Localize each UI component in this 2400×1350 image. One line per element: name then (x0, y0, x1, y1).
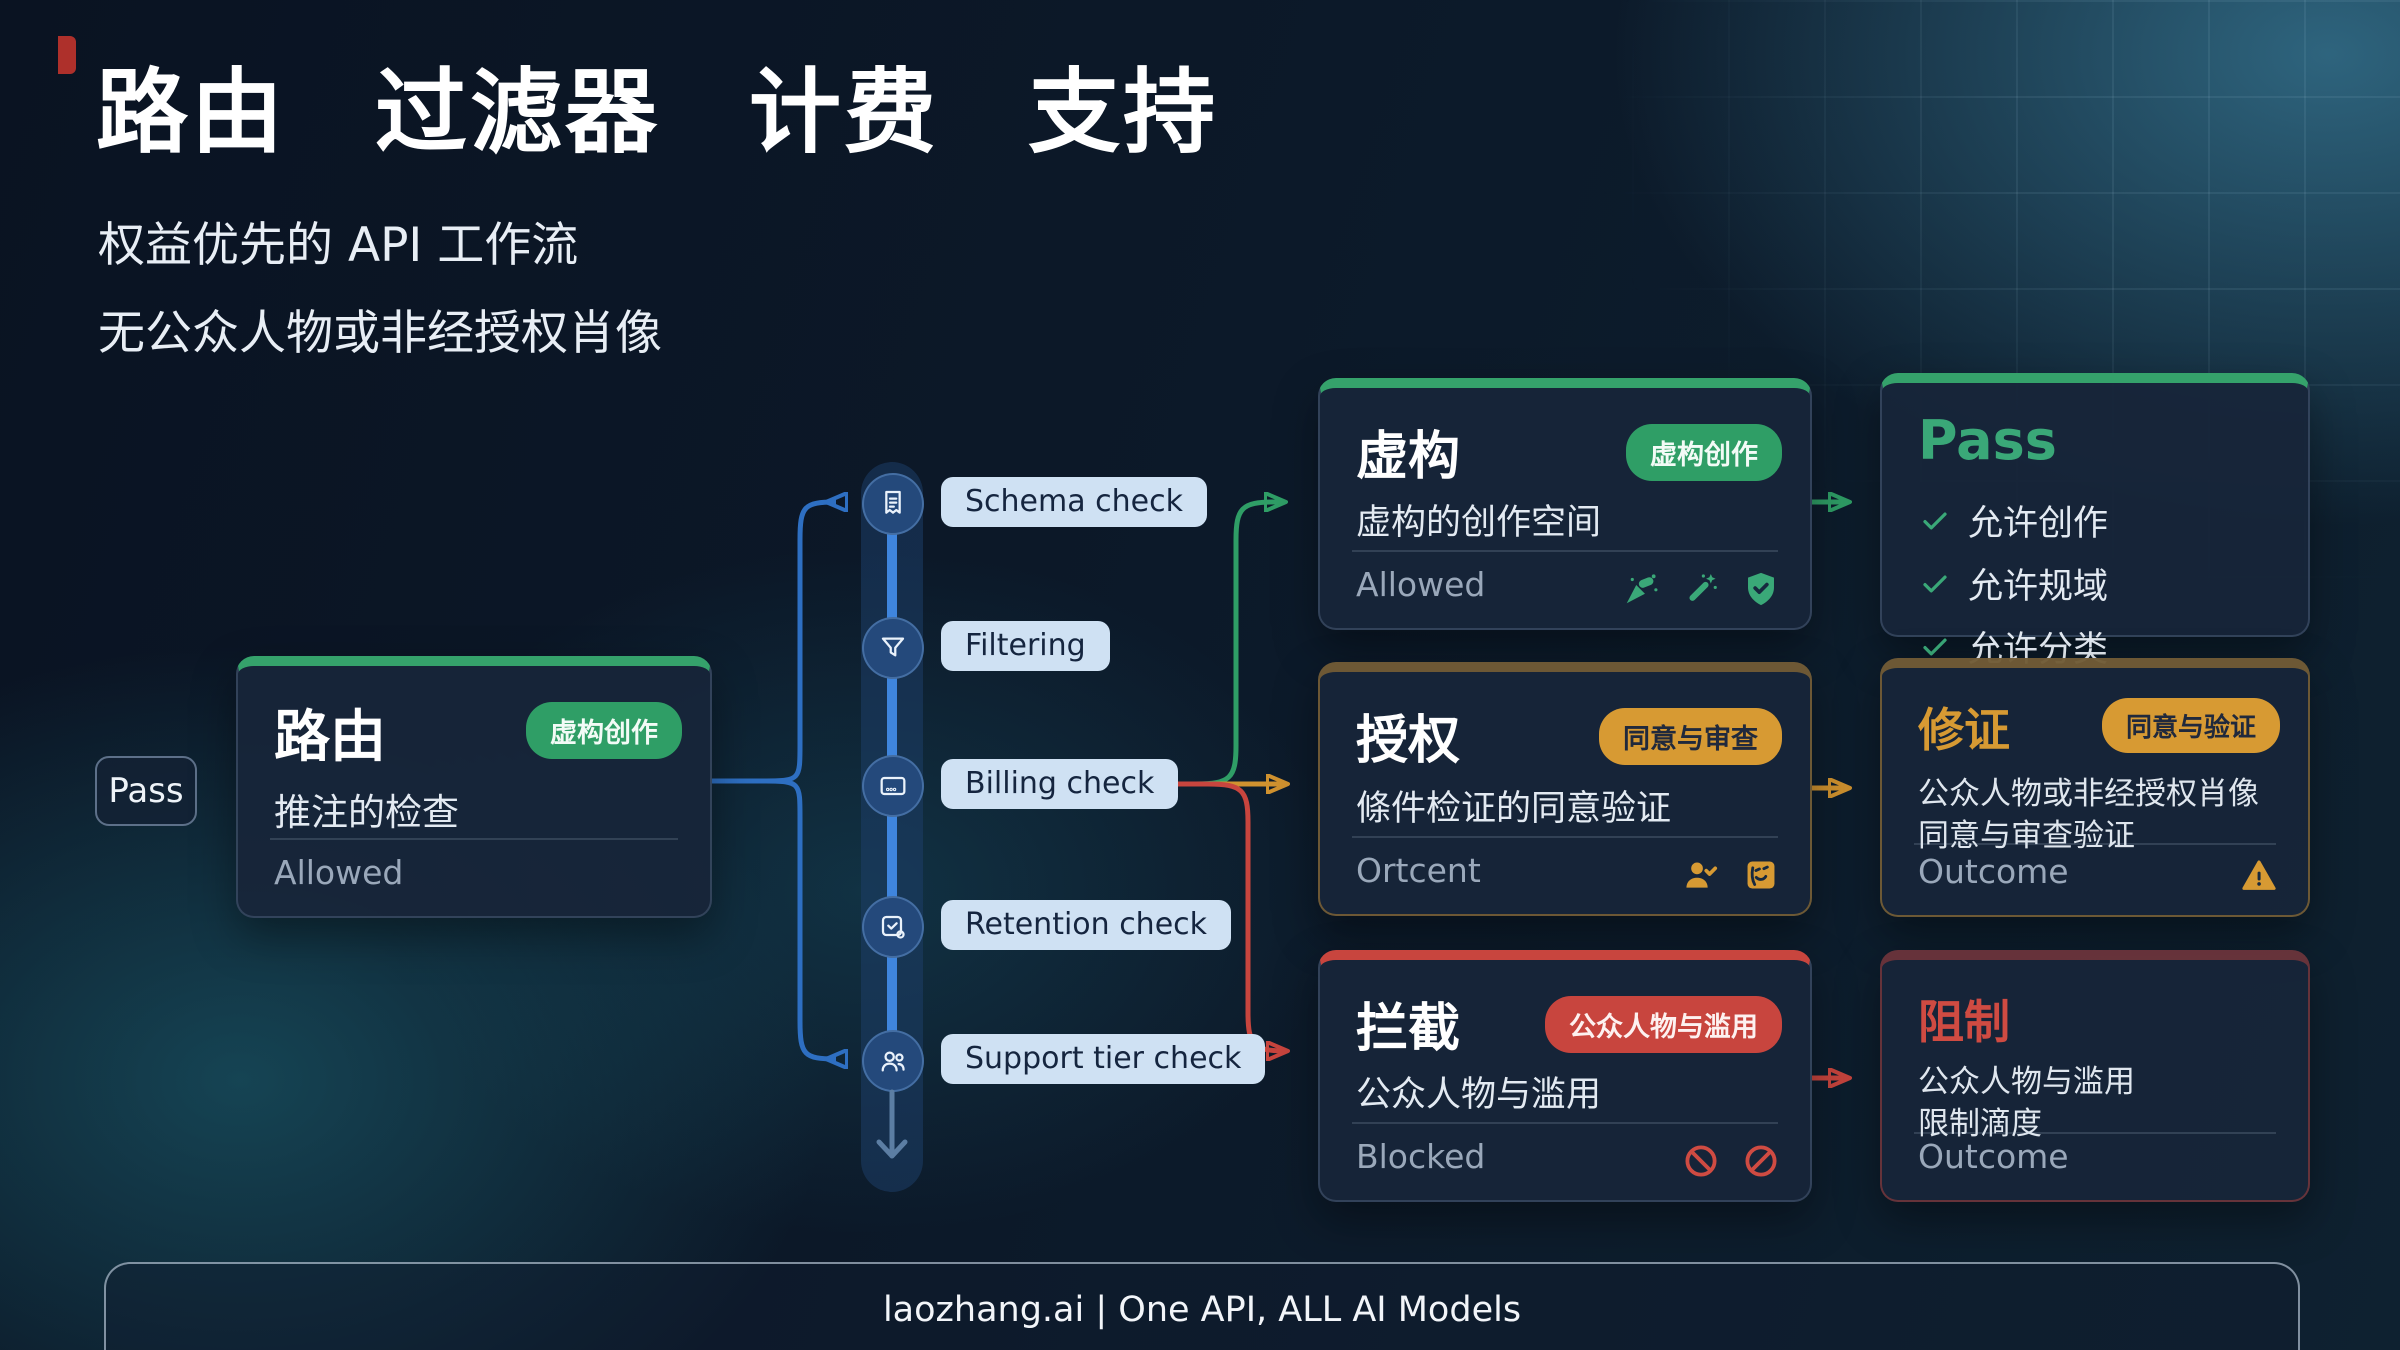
check-icon (1923, 512, 1947, 529)
timeline-node-support (862, 1030, 924, 1092)
router-card-subtitle: 推注的检查 (274, 791, 459, 834)
timeline-node-retention (862, 896, 924, 958)
authorization-card-status: Ortcent (1356, 851, 1481, 890)
page-title: 路由 过滤器 计费 支持 (96, 59, 1219, 166)
timeline-node-billing (862, 755, 924, 817)
subtitle-line1: 权益优先的 API 工作流 (98, 218, 579, 273)
router-card-title: 路由 (274, 705, 386, 770)
check-icon (1923, 575, 1947, 592)
authorization-card-subtitle: 條件检证的同意验证 (1356, 789, 1672, 829)
divider (1352, 836, 1778, 838)
fiction-card-title: 虚构 (1356, 427, 1461, 487)
divider (1352, 1122, 1778, 1124)
divider (1914, 843, 2276, 845)
label-support-tier-check: Support tier check (941, 1034, 1266, 1084)
restrict-outcome-title: 阻制 (1918, 995, 2010, 1049)
fiction-card: 虚构 虚构创作 虚构的创作空间 Allowed (1318, 378, 1812, 630)
review-outcome-badge: 同意与验证 (2101, 698, 2280, 753)
subtitle-line2: 无公众人物或非经授权肖像 (98, 306, 662, 361)
label-retention-check: Retention check (941, 900, 1232, 950)
funnel-icon (881, 637, 905, 657)
credit-card-icon (880, 776, 906, 796)
restrict-outcome-card: 阻制 公众人物与滥用 限制滴度 Outcome (1880, 950, 2310, 1202)
review-outcome-line2: 同意与审查验证 (1918, 818, 2135, 854)
pass-outcome-card: Pass 允许创作 允许规域 允许分类 (1880, 373, 2310, 670)
block-card-title: 拦截 (1356, 999, 1461, 1059)
footer-brand-text: laozhang.ai | One API, ALL AI Models (882, 1290, 1522, 1330)
timeline-node-schema (862, 473, 924, 535)
fiction-card-badge: 虚构创作 (1626, 424, 1782, 481)
pass-entry-pill: Pass (95, 756, 197, 826)
block-card-subtitle: 公众人物与滥用 (1356, 1075, 1602, 1115)
label-filtering: Filtering (941, 621, 1110, 671)
authorization-card-title: 授权 (1356, 711, 1461, 771)
no-entry-icon (1685, 1145, 1717, 1177)
party-popper-icon (1626, 574, 1658, 604)
block-card-badge: 公众人物与滥用 (1545, 996, 1782, 1053)
list-item: 允许规域 (1920, 558, 2108, 609)
corner-logo (58, 36, 76, 74)
review-outcome-title: 修证 (1918, 703, 2010, 757)
list-item-label: 允许规域 (1968, 567, 2109, 607)
check-icon (1923, 638, 1947, 655)
review-outcome-line1: 公众人物或非经授权肖像 (1918, 776, 2259, 812)
divider (1352, 550, 1778, 552)
restrict-outcome-line1: 公众人物与滥用 (1918, 1064, 2135, 1100)
review-outcome-status: Outcome (1918, 852, 2069, 891)
router-card-badge: 虚构创作 (526, 702, 682, 759)
fiction-card-subtitle: 虚构的创作空间 (1356, 503, 1602, 543)
divider (1914, 1132, 2276, 1134)
warning-icon (2242, 860, 2276, 890)
list-item: 允许创作 (1920, 495, 2108, 546)
prohibited-icon (1745, 1145, 1777, 1177)
list-item-label: 允许创作 (1968, 504, 2109, 544)
timeline-end-arrow (876, 1089, 908, 1159)
restrict-outcome-status: Outcome (1918, 1137, 2069, 1176)
block-card: 拦截 公众人物与滥用 公众人物与滥用 Blocked (1318, 950, 1812, 1202)
fiction-card-status: Allowed (1356, 565, 1486, 604)
review-outcome-card: 修证 同意与验证 公众人物或非经授权肖像 同意与审查验证 Outcome (1880, 658, 2310, 917)
block-card-status: Blocked (1356, 1137, 1486, 1176)
label-billing-check: Billing check (941, 759, 1179, 809)
router-card: 路由 虚构创作 推注的检查 Allowed (236, 656, 712, 918)
shield-check-icon (1748, 572, 1774, 606)
user-check-icon (1686, 862, 1718, 888)
magic-wand-icon (1689, 573, 1717, 601)
receipt-icon (885, 490, 901, 514)
label-schema-check: Schema check (941, 477, 1207, 527)
task-check-icon (881, 915, 905, 939)
pass-outcome-list: 允许创作 允许规域 允许分类 (1920, 495, 2108, 672)
authorization-card-badge: 同意与审查 (1599, 708, 1782, 765)
router-card-status: Allowed (274, 853, 404, 892)
id-badge-icon (1747, 861, 1775, 889)
timeline-node-filter (862, 617, 924, 679)
users-icon (881, 1051, 905, 1072)
pass-outcome-title: Pass (1918, 409, 2057, 472)
divider (270, 838, 678, 840)
footer-brand-bar: laozhang.ai | One API, ALL AI Models (104, 1262, 2300, 1350)
authorization-card: 授权 同意与审查 條件检证的同意验证 Ortcent (1318, 662, 1812, 916)
restrict-outcome-line2: 限制滴度 (1918, 1106, 2042, 1142)
